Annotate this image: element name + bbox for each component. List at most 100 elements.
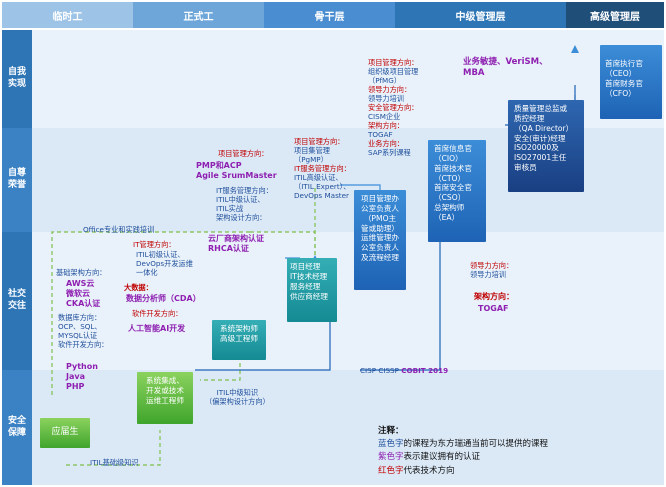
col4-line-6: 安全管理方向： — [368, 103, 419, 112]
header-senior-mgmt: 高级管理层 — [566, 2, 664, 28]
legend-red-key: 红色字 — [378, 465, 404, 476]
box-cio-line-1: 首席信息官 — [434, 144, 472, 153]
col1-lang-3: PHP — [66, 382, 85, 391]
col4-arch-title: 架构方向： — [474, 292, 514, 301]
col1-cloud-certs: AWS云 微软云 CKA认证 — [66, 279, 100, 309]
col4-agile-line-2: MBA — [463, 67, 485, 78]
col3-line-6: （ITIL Expert）、 — [294, 182, 351, 191]
legend-red: 红色字代表技术方向 — [378, 465, 548, 478]
col3-line-2: 项目集管理 — [294, 146, 330, 155]
box-pmo-head: 项目管理办 公室负责人 （PMO主 管或助理） 运维管理办 公室负责人 及流程经… — [354, 190, 406, 290]
col1-cloud-line-1: AWS云 — [66, 279, 95, 288]
col1-cloud-line-3: CKA认证 — [66, 299, 101, 308]
box-graduate: 应届生 — [40, 418, 90, 448]
col2-softdev-title: 软件开发方向： — [132, 309, 183, 318]
box-qa-line-3: （QA Director） — [514, 123, 574, 133]
row-safety: 安全 保障 — [2, 370, 32, 485]
row-self-actualization: 自我 实现 — [2, 30, 32, 128]
box-pmo-line-5: 运维管理办 — [361, 233, 399, 243]
box-architect-line-2: 高级工程师 — [220, 333, 258, 343]
legend-blue-key: 蓝色字 — [378, 439, 404, 450]
col2b-pmp-line-2: Agile SrumMaster — [196, 171, 277, 180]
legend-title: 注释： — [378, 426, 404, 436]
box-integration-engineer: 系统集成、 开发或技术 运维工程师 — [137, 372, 193, 424]
col2b-pmp-line-1: PMP和ACP — [196, 161, 242, 170]
col4-courses: 项目管理方向： 组织级项目管理 （PfMG） 领导力方向： 领导力培训 安全管理… — [368, 58, 418, 157]
col1-cloud-line-2: 微软云 — [66, 289, 90, 298]
col2b-cloud-line-1: 云厂商架构认证 — [208, 234, 264, 243]
col2-bigdata-title: 大数据： — [124, 283, 153, 292]
cobit-text: COBIT 2019 — [401, 366, 449, 375]
legend-red-desc: 代表技术方向 — [403, 465, 455, 476]
box-pm-line-4: 供应商经理 — [290, 291, 328, 301]
col2-itil-line-1: ITIL初级认证、 — [136, 250, 185, 259]
col4-line-11: SAP系列课程 — [368, 148, 411, 157]
box-pm-line-2: IT技术经理 — [290, 271, 328, 281]
legend-blue-desc: 的课程为东方瑞通当前可以提供的课程 — [403, 439, 549, 450]
box-qa-director: 质量管理总监或 质控经理 （QA Director） 安全(审计)经理 ISO2… — [508, 100, 584, 192]
col3-line-4: IT服务管理方向： — [294, 164, 351, 173]
col2b-itsm-line-4: 架构设计方向： — [216, 213, 267, 222]
col1-db-line-4: 软件开发方向： — [58, 340, 109, 349]
col2-itil-line-3: 一体化 — [136, 268, 158, 277]
legend: 注释： 蓝色字的课程为东方瑞通当前可以提供的课程 紫色字表示建议拥有的认证 红色… — [378, 425, 548, 478]
col4-togaf: TOGAF — [478, 304, 509, 313]
col4-line-2: 组织级项目管理 — [368, 67, 419, 76]
box-integration-line-2: 开发或技术 — [146, 385, 184, 395]
col4-lead-line-1: 领导力方向： — [470, 261, 514, 270]
col2b-pmp: PMP和ACP Agile SrumMaster — [196, 161, 277, 181]
box-architect-line-1: 系统架构师 — [220, 324, 258, 333]
box-qa-line-6: ISO27001主任 — [514, 153, 567, 163]
box-pmo-line-1: 项目管理办 — [361, 194, 399, 203]
itil-mid-line-1: ITIL中级知识 — [216, 388, 259, 397]
band-social — [32, 232, 664, 370]
col1-lang-2: Java — [66, 372, 85, 381]
col1-db-line-1: 数据库方向： — [58, 313, 102, 322]
row-social: 社交 交往 — [2, 232, 32, 370]
header-middle-mgmt: 中级管理层 — [395, 2, 566, 28]
box-project-manager: 项目经理 IT技术经理 服务经理 供应商经理 — [287, 258, 337, 322]
col1-db-line-3: MYSQL认证 — [58, 331, 98, 340]
itil-mid-label: ITIL中级知识 （偏架构设计方向） — [205, 388, 270, 406]
col4-agile-verism-mba: 业务敏捷、VeriSM、 MBA — [463, 57, 548, 78]
cisp-cobit-label: CISP CISSP COBIT 2019 — [360, 366, 448, 375]
box-graduate-label: 应届生 — [51, 427, 79, 438]
header-temporary: 临时工 — [2, 2, 133, 28]
cisp-text: CISP CISSP — [360, 366, 399, 375]
box-cio-line-5: 首席安全官 — [434, 183, 472, 193]
col2b-itsm-line-1: IT服务管理方向： — [216, 186, 273, 195]
legend-purple-key: 紫色字 — [378, 452, 404, 463]
col4-leadership: 领导力方向： 领导力培训 — [470, 261, 513, 279]
col3-line-1: 项目管理方向： — [294, 137, 345, 146]
box-pmo-line-6: 公室负责人 — [361, 243, 399, 253]
office-training-label: Office专业和实践培训 — [83, 225, 155, 234]
box-ceo-line-2: （CEO） — [605, 68, 637, 78]
col1-languages: Python Java PHP — [66, 362, 98, 392]
box-cio-line-7: 总架构师 — [434, 203, 465, 213]
col3-line-7: DevOps Master — [294, 191, 350, 200]
col2b-pm-title: 项目管理方向： — [218, 149, 269, 158]
col2b-itsm-line-3: ITIL实战 — [216, 204, 244, 213]
col2-cda: 数据分析师（CDA） — [126, 294, 201, 303]
col4-agile-line-1: 业务敏捷、VeriSM、 — [463, 57, 548, 67]
col4-lead-line-2: 领导力培训 — [470, 270, 506, 279]
header-backbone: 骨干层 — [264, 2, 395, 28]
box-ceo-cfo: 首席执行官 （CEO） 首席财务官 （CFO） — [600, 45, 662, 119]
col3-pgmp-itil: 项目管理方向： 项目集管理 （PgMP） IT服务管理方向： ITIL高级认证、… — [294, 137, 351, 200]
box-ceo-line-3: 首席财务官 — [605, 78, 643, 88]
box-qa-line-5: ISO20000及 — [514, 143, 559, 153]
col4-line-7: CISM企业 — [368, 112, 401, 121]
col2-itil-devops: ITIL初级认证、 DevOps开发运维 一体化 — [136, 250, 193, 277]
col2-it-mgmt-title: IT管理方向： — [133, 240, 176, 249]
col2-ai-dev: 人工智能AI开发 — [128, 324, 186, 333]
box-pmo-line-4: 管或助理） — [361, 223, 399, 233]
col4-line-8: 架构方向： — [368, 121, 404, 130]
itil-mid-line-2: （偏架构设计方向） — [205, 397, 270, 406]
col1-lang-1: Python — [66, 362, 98, 371]
col2b-cloud-arch: 云厂商架构认证 RHCA认证 — [208, 234, 264, 254]
col4-line-10: 业务方向： — [368, 139, 404, 148]
box-qa-line-7: 审核员 — [514, 163, 537, 173]
col2b-itsm-line-2: ITIL中级认证、 — [216, 195, 265, 204]
